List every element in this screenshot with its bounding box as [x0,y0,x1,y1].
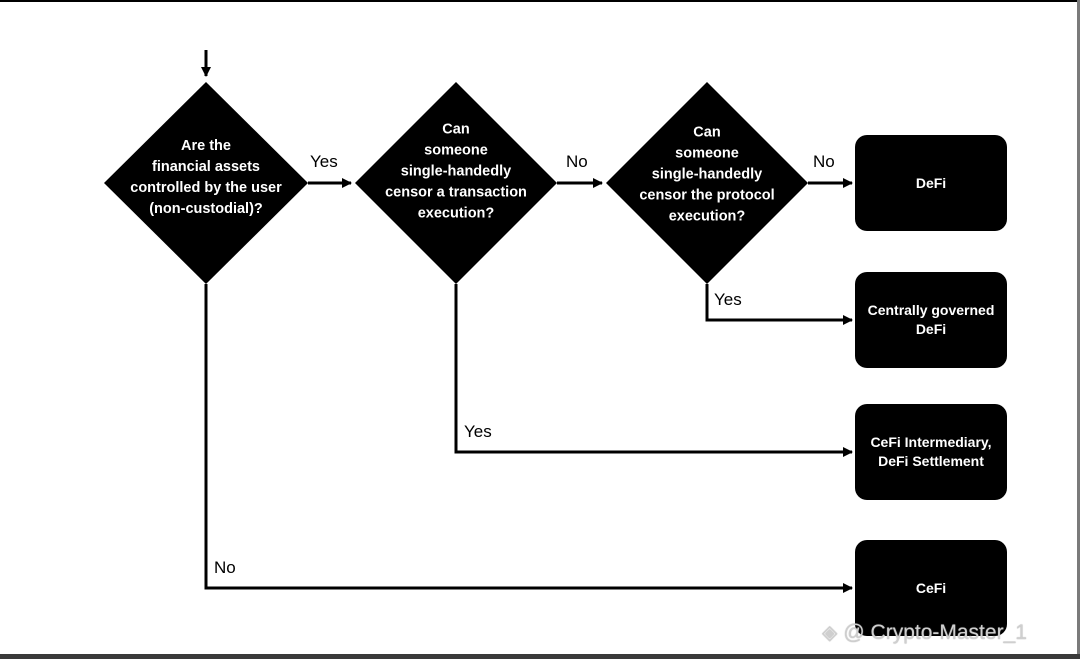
edge-label-no-d3-defi: No [813,152,835,171]
decision-text-protocol-censor: Can someone single-handedly censor the p… [639,124,775,225]
binance-diamond-icon: ◈ [822,622,838,644]
edge-label-yes-d1-d2: Yes [310,152,338,171]
right-border [1077,0,1080,659]
decision-diamond-transaction-censor [355,82,557,284]
top-border [0,0,1080,2]
outcome-label: CeFi [915,579,947,596]
edge-label-no-d1-cefi: No [214,558,236,577]
decision-text-transaction-censor: Can someone single-handedly censor a tra… [385,121,527,222]
decision-diamond-custody [104,82,308,284]
outcome-label: Centrally governed DeFi [867,302,995,337]
connector-d2-cefi-intermediary [454,284,853,457]
outcome-cefi-intermediary: CeFi Intermediary, DeFi Settlement [855,404,1007,500]
outcome-centrally-governed-defi: Centrally governed DeFi [855,272,1007,368]
outcome-cefi: CeFi [855,540,1007,636]
edge-label-no-d2-d3: No [566,152,588,171]
outcome-defi: DeFi [855,135,1007,231]
edge-label-yes-d2-cefi-intermediary: Yes [464,422,492,441]
watermark-text: @ Crypto-Master_1 [843,621,1027,644]
bottom-border [0,654,1080,659]
connector-d3-centrally-governed [705,284,853,325]
outcome-label: DeFi [915,174,947,191]
connector-d1-cefi [204,284,853,593]
outcome-label: CeFi Intermediary, DeFi Settlement [870,434,992,469]
decision-diamond-protocol-censor [606,82,808,284]
decision-text-custody: Are the financial assets controlled by t… [130,138,282,217]
edge-label-yes-d3-centrally: Yes [714,290,742,309]
watermark: ◈ @ Crypto-Master_1 [822,619,1027,647]
